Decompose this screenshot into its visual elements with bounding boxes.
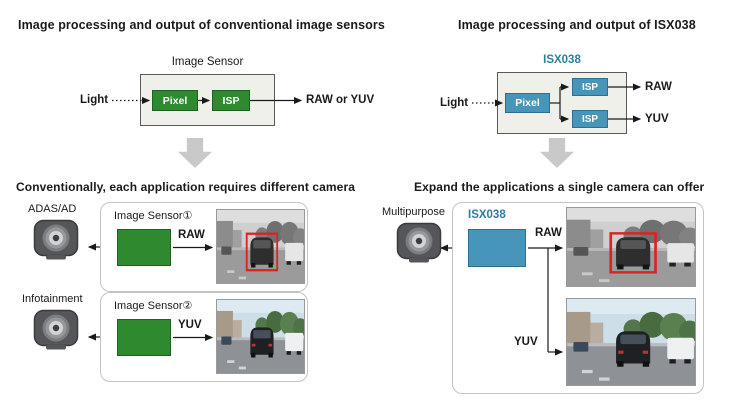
single-camera-heading: Expand the applications a single camera … [414, 180, 705, 194]
sensor-rect-green-2 [117, 319, 171, 356]
down-arrow-icon-right [540, 138, 574, 168]
adas-application-label: ADAS/AD [28, 203, 77, 215]
raw-or-yuv-label: RAW or YUV [306, 94, 375, 106]
sensor-rect-green-1 [117, 229, 171, 266]
isp-chip-top: ISP [572, 78, 608, 96]
camera-icon-adas [33, 219, 79, 261]
scene-photo-color-infotainment [216, 299, 305, 374]
conventional-apps-heading: Conventionally, each application require… [16, 180, 356, 194]
isp-chip-bottom: ISP [572, 110, 608, 128]
raw-label-multipurpose: RAW [535, 227, 562, 239]
image-sensor-1-label: Image Sensor① [114, 210, 193, 222]
camera-icon-multipurpose [396, 222, 442, 264]
yuv-label-infotainment: YUV [178, 319, 202, 331]
light-label-left: Light [80, 94, 109, 106]
isx038-card-label: ISX038 [468, 209, 506, 221]
isx038-title: ISX038 [543, 54, 581, 66]
pixel-chip-right: Pixel [505, 93, 550, 113]
image-sensor-2-label: Image Sensor② [114, 300, 193, 312]
raw-label-adas: RAW [178, 229, 205, 241]
pixel-chip-left: Pixel [152, 90, 198, 111]
yuv-output-label: YUV [645, 113, 669, 125]
isx038-processing-heading: Image processing and output of ISX038 [458, 18, 696, 32]
sensor-rect-blue [468, 229, 526, 267]
scene-photo-gray-adas [216, 209, 305, 284]
conventional-processing-heading: Image processing and output of conventio… [18, 18, 385, 32]
camera-icon-infotainment [33, 309, 79, 351]
infotainment-application-label: Infotainment [22, 293, 83, 305]
image-sensor-title: Image Sensor [171, 56, 244, 68]
down-arrow-icon-left [178, 138, 212, 168]
yuv-label-multipurpose: YUV [514, 336, 538, 348]
light-label-right: Light [440, 97, 469, 109]
scene-photo-color-multipurpose [566, 298, 696, 386]
multipurpose-application-label: Multipurpose [382, 206, 445, 218]
scene-photo-gray-multipurpose [566, 207, 696, 287]
isp-chip-left: ISP [212, 90, 250, 111]
raw-output-label: RAW [645, 81, 672, 93]
